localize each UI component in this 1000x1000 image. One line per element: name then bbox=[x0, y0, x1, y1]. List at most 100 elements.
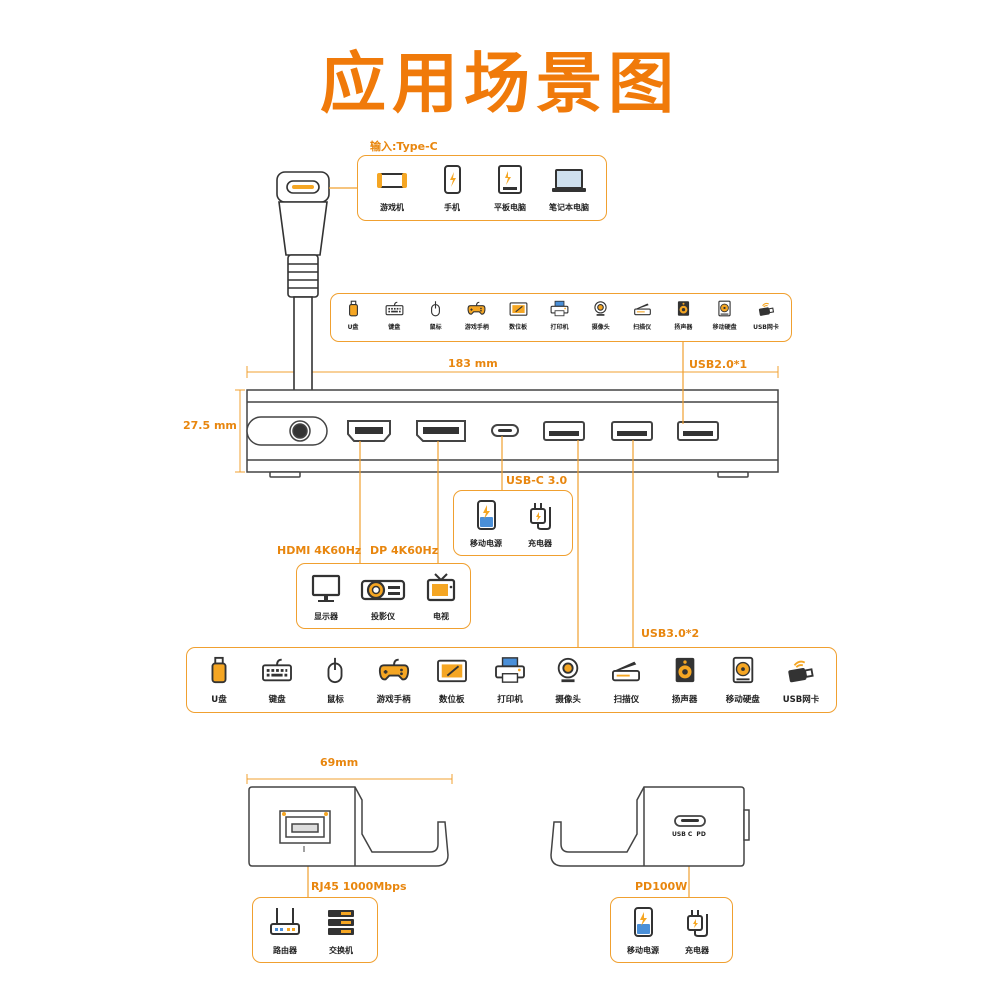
device-label: 键盘 bbox=[388, 324, 401, 331]
game-console-icon bbox=[377, 173, 407, 188]
input-device-phone: 手机 bbox=[428, 165, 476, 213]
input-device-laptop: 笔记本电脑 bbox=[538, 165, 600, 213]
rj45-label: RJ45 1000Mbps bbox=[311, 880, 407, 893]
usb2-devices-box: U盘键盘 鼠标 游戏手柄 数位板 打印机 摄像头扫描仪 扬声器 移动硬盘 USB网卡 bbox=[330, 293, 792, 342]
device-label: 数位板 bbox=[509, 324, 528, 331]
device-label: 鼠标 bbox=[429, 324, 442, 331]
usb3-device-speaker: 扬声器 bbox=[657, 656, 713, 705]
input-type-c-label: 输入:Type-C bbox=[370, 140, 438, 153]
device-label: USB网卡 bbox=[782, 695, 820, 705]
usb3-device-scanner: 扫描仪 bbox=[598, 656, 654, 705]
device-label: 移动电源 bbox=[470, 539, 502, 548]
device-label: 键盘 bbox=[268, 695, 286, 705]
page-title: 应用场景图 bbox=[320, 45, 680, 122]
usb3-device-wifi-adapter: USB网卡 bbox=[773, 656, 829, 705]
keyboard-icon bbox=[385, 301, 404, 316]
device-label: 扬声器 bbox=[671, 695, 698, 705]
usbc-device-charger: 充电器 bbox=[514, 499, 566, 549]
device-label: 游戏机 bbox=[380, 203, 404, 212]
device-label: 数位板 bbox=[439, 695, 465, 705]
device-label: 游戏手柄 bbox=[464, 324, 489, 331]
usb3-device-gamepad: 游戏手柄 bbox=[366, 656, 422, 705]
usbc-devices-box: 移动电源 充电器 bbox=[453, 490, 573, 556]
switch-icon bbox=[328, 910, 354, 935]
video-device-monitor: 显示器 bbox=[301, 574, 351, 622]
input-device-tablet: 平板电脑 bbox=[484, 165, 536, 213]
usb2-device-scanner: 扫描仪 bbox=[622, 300, 662, 331]
wifi-adapter-icon bbox=[758, 302, 774, 316]
usb3-device-printer: 打印机 bbox=[482, 656, 538, 705]
gamepad-icon bbox=[467, 301, 486, 315]
device-label: 移动硬盘 bbox=[712, 324, 737, 331]
usb3-device-hard-drive: 移动硬盘 bbox=[715, 656, 771, 705]
type-c-cable bbox=[276, 171, 330, 426]
hard-drive-icon bbox=[718, 300, 731, 317]
video-device-projector: 投影仪 bbox=[355, 574, 411, 622]
rj45-device-router: 路由器 bbox=[259, 906, 311, 956]
device-label: 交换机 bbox=[329, 946, 353, 955]
router-icon bbox=[270, 908, 300, 935]
usb2-device-wifi-adapter: USB网卡 bbox=[746, 300, 786, 331]
printer-icon bbox=[495, 657, 525, 683]
tablet-icon bbox=[498, 165, 522, 194]
printer-icon bbox=[550, 300, 569, 317]
usb2-device-drawing-tablet: 数位板 bbox=[498, 300, 538, 331]
usb3-devices-box: U盘键盘 鼠标 游戏手柄 数位板 打印机 摄像头 扫描仪扬声器 移动硬盘 USB网卡 bbox=[186, 647, 837, 713]
webcam-icon bbox=[557, 657, 579, 683]
dimension-lines bbox=[235, 366, 779, 784]
gamepad-icon bbox=[378, 658, 409, 681]
pd-device-power-bank: 移动电源 bbox=[617, 906, 669, 956]
usb3-device-mouse: 鼠标 bbox=[307, 656, 363, 705]
usb2-device-speaker: 扬声器 bbox=[663, 300, 703, 331]
usb2-device-usb-drive: U盘 bbox=[333, 300, 373, 331]
video-devices-box: 显示器 投影仪 电视 bbox=[296, 563, 471, 629]
power-bank-icon bbox=[477, 500, 496, 530]
input-devices-box: 游戏机 手机 平板电脑 笔记本电脑 bbox=[357, 155, 607, 221]
drawing-tablet-icon bbox=[436, 659, 467, 683]
device-label: 扫描仪 bbox=[633, 324, 652, 331]
speaker-icon bbox=[675, 657, 694, 683]
connector-lines bbox=[307, 187, 690, 897]
hub-side-view-rj45 bbox=[248, 786, 449, 867]
usb3-device-usb-drive: U盘 bbox=[191, 656, 247, 705]
device-label: 平板电脑 bbox=[494, 203, 526, 212]
usb3-device-drawing-tablet: 数位板 bbox=[424, 656, 480, 705]
charger-icon bbox=[530, 503, 551, 530]
usb2-device-hard-drive: 移动硬盘 bbox=[705, 300, 745, 331]
usb2-device-webcam: 摄像头 bbox=[581, 300, 621, 331]
hdmi-label: HDMI 4K60Hz bbox=[277, 544, 362, 557]
hub-front-view bbox=[246, 389, 779, 478]
usb2-label: USB2.0*1 bbox=[689, 358, 748, 371]
device-label: 充电器 bbox=[685, 946, 709, 955]
keyboard-icon bbox=[262, 658, 293, 682]
device-label: 手机 bbox=[444, 203, 460, 212]
device-label: 打印机 bbox=[497, 695, 523, 705]
device-label: 打印机 bbox=[550, 324, 569, 331]
rj45-device-switch: 交换机 bbox=[315, 906, 367, 956]
pd-port-text: USB C PD bbox=[672, 831, 706, 838]
usb2-device-keyboard: 键盘 bbox=[374, 300, 414, 331]
scanner-icon bbox=[612, 661, 641, 682]
speaker-icon bbox=[677, 301, 689, 316]
usb3-device-keyboard: 键盘 bbox=[249, 656, 305, 705]
device-label: 笔记本电脑 bbox=[549, 203, 589, 212]
device-label: 充电器 bbox=[528, 539, 552, 548]
hard-drive-icon bbox=[732, 656, 754, 684]
device-label: 电视 bbox=[433, 612, 449, 621]
device-label: 鼠标 bbox=[326, 695, 344, 705]
tv-icon bbox=[426, 573, 456, 602]
usb2-device-mouse: 鼠标 bbox=[416, 300, 456, 331]
usb2-device-printer: 打印机 bbox=[540, 300, 580, 331]
device-label: 扬声器 bbox=[674, 324, 693, 331]
height-dimension-label: 27.5 mm bbox=[183, 419, 237, 432]
hub-side-view-pd bbox=[550, 786, 750, 867]
device-label: 游戏手柄 bbox=[376, 695, 411, 705]
depth-dimension-label: 69mm bbox=[320, 756, 359, 769]
rj45-devices-box: 路由器 交换机 bbox=[252, 897, 378, 963]
scanner-icon bbox=[633, 303, 651, 316]
pd-device-charger: 充电器 bbox=[671, 906, 723, 956]
mouse-icon bbox=[327, 657, 343, 684]
power-bank-icon bbox=[634, 907, 653, 937]
device-label: 摄像头 bbox=[555, 695, 581, 705]
